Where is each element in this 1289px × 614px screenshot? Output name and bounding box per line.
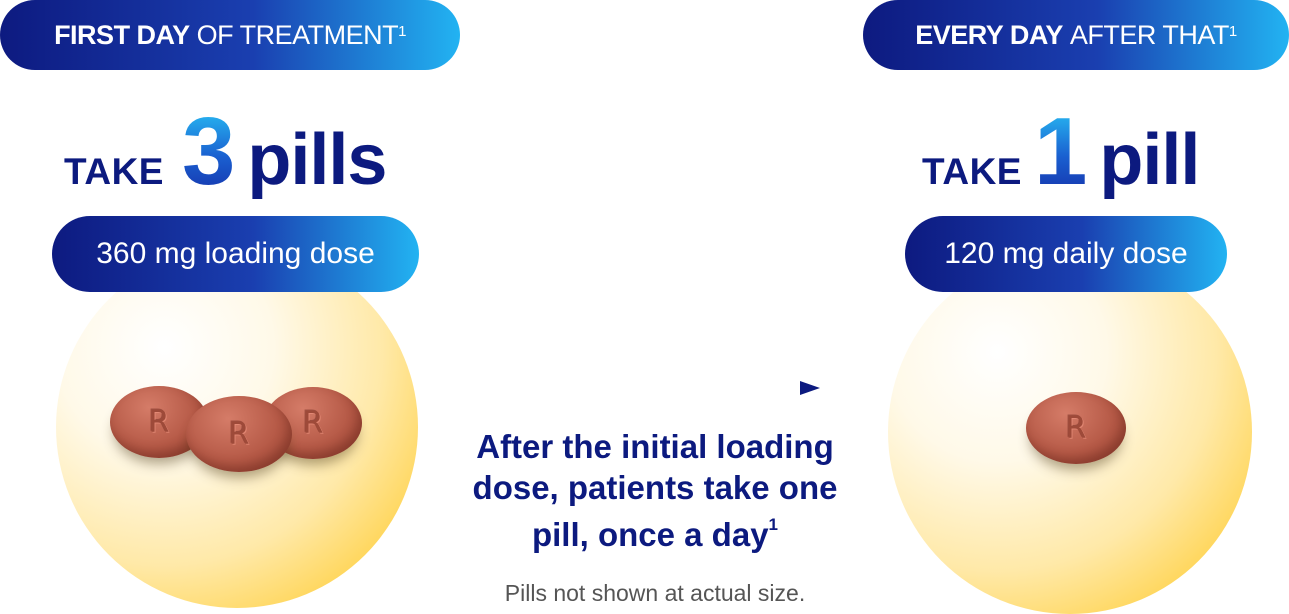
maintenance-dose-text: After the initial loading dose, patients… bbox=[472, 428, 838, 553]
take-word-right: TAKE bbox=[922, 151, 1022, 192]
arrow-right-icon bbox=[480, 381, 820, 395]
take-3-pills-heading: TAKE 3 pills bbox=[64, 98, 387, 205]
tablet-mark: R bbox=[302, 405, 324, 441]
tablet-mark: R bbox=[1065, 410, 1087, 446]
first-day-header-footnote-ref: 1 bbox=[398, 22, 406, 40]
every-day-header-footnote-ref: 1 bbox=[1228, 22, 1237, 40]
maintenance-dose-description: After the initial loading dose, patients… bbox=[455, 426, 855, 555]
pill-count-left: 3 bbox=[181, 98, 236, 205]
every-day-header-light: AFTER THAT bbox=[1069, 19, 1230, 50]
tablet-icon: R bbox=[1026, 392, 1126, 464]
tablet-icon: R bbox=[186, 396, 292, 472]
pill-unit-right: pill bbox=[1099, 120, 1200, 200]
size-disclaimer: Pills not shown at actual size. bbox=[504, 580, 806, 606]
every-day-header-bold: EVERY DAY bbox=[915, 19, 1063, 50]
take-1-pill-heading: TAKE 1 pill bbox=[922, 98, 1200, 205]
every-day-header: EVERY DAY AFTER THAT 1 bbox=[863, 0, 1289, 70]
tablet-mark: R bbox=[228, 416, 250, 452]
daily-dose-badge: 120 mg daily dose bbox=[905, 216, 1227, 292]
pill-count-right: 1 bbox=[1033, 98, 1088, 205]
take-word-left: TAKE bbox=[64, 151, 164, 192]
first-day-header: FIRST DAY OF TREATMENT 1 bbox=[0, 0, 460, 70]
first-day-header-light: OF TREATMENT bbox=[196, 19, 399, 50]
pill-unit-left: pills bbox=[247, 120, 387, 200]
tablet-mark: R bbox=[148, 404, 170, 440]
loading-dose-badge: 360 mg loading dose bbox=[52, 216, 419, 292]
first-day-header-bold: FIRST DAY bbox=[54, 19, 190, 50]
maintenance-dose-footnote-ref: 1 bbox=[768, 515, 779, 534]
